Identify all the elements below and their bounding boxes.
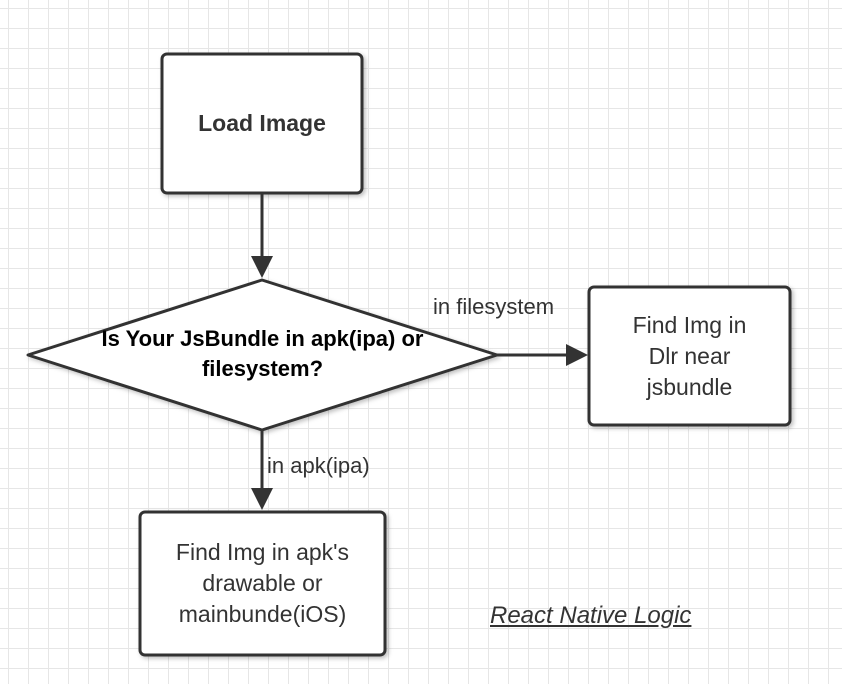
- edge-decision-to-filesystem-arrowhead: [566, 344, 588, 366]
- decision-label: Is Your JsBundle in apk(ipa) or filesyst…: [40, 322, 485, 386]
- load-image-label: Load Image: [162, 54, 362, 193]
- find-img-filesystem-label: Find Img in Dlr near jsbundle: [589, 287, 790, 425]
- find-img-filesystem-box[interactable]: [587, 285, 792, 427]
- decision-text-line1: Is Your JsBundle in apk(ipa) or: [101, 326, 424, 351]
- edge-label-in-apk: in apk(ipa): [267, 453, 370, 478]
- find-img-apk-box[interactable]: [138, 510, 387, 657]
- find-filesystem-text-line2: Dlr near: [648, 342, 731, 369]
- find-apk-text-line1: Find Img in apk's: [175, 539, 350, 565]
- decision-text-line2: filesystem?: [201, 356, 324, 381]
- load-image-text: Load Image: [198, 110, 326, 136]
- edge-load-to-decision-arrowhead: [251, 256, 273, 278]
- edge-label-in-filesystem: in filesystem: [433, 294, 555, 319]
- find-filesystem-text-line1: Find Img in: [632, 311, 747, 338]
- edge-decision-to-apk-arrowhead: [251, 488, 273, 510]
- diagram-caption: React Native Logic: [490, 602, 692, 629]
- find-apk-text-line2: drawable or: [202, 570, 323, 596]
- find-apk-text-line3: mainbunde(iOS): [178, 601, 347, 627]
- find-img-apk-label: Find Img in apk's drawable or mainbunde(…: [140, 512, 385, 655]
- find-filesystem-text-line3: jsbundle: [646, 373, 733, 400]
